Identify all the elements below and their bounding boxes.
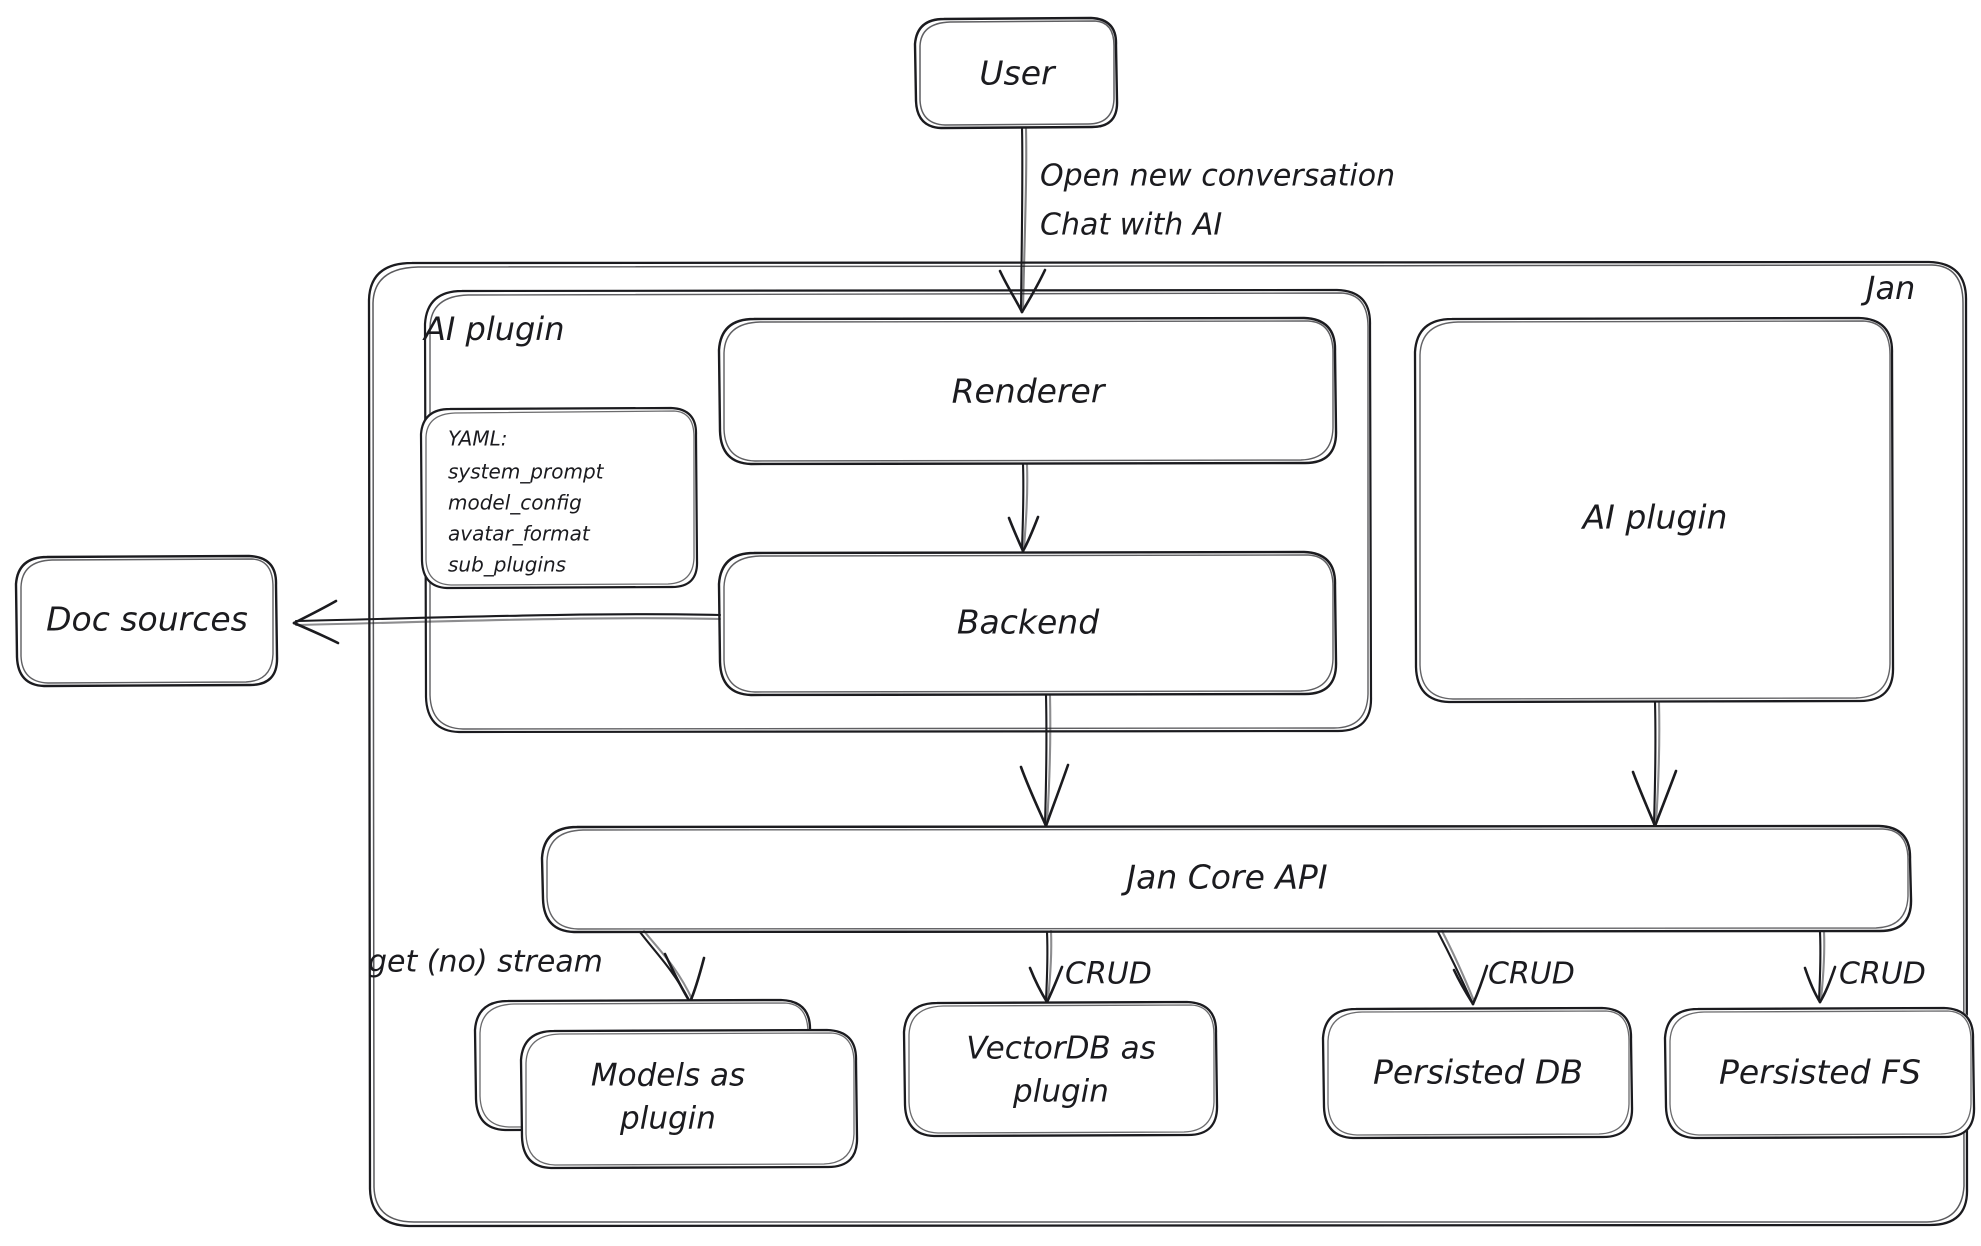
container-jan-label: Jan bbox=[1860, 269, 1915, 307]
node-backend[interactable]: Backend bbox=[717, 550, 1338, 697]
node-persisted-db-label: Persisted DB bbox=[1373, 1053, 1583, 1092]
node-ai-plugin-label: AI plugin bbox=[1581, 498, 1728, 537]
edge-backend-to-core-api bbox=[1019, 693, 1070, 828]
yaml-note-key-system-prompt: system_prompt bbox=[448, 460, 605, 484]
edge-core-api-to-vectordb: CRUD bbox=[1028, 929, 1152, 1004]
node-persisted-db[interactable]: Persisted DB bbox=[1321, 1006, 1634, 1140]
node-jan-core-api[interactable]: Jan Core API bbox=[540, 824, 1913, 934]
yaml-note-title: YAML: bbox=[448, 427, 507, 451]
edge-renderer-to-backend bbox=[1007, 462, 1040, 553]
node-user-label: User bbox=[979, 54, 1057, 93]
node-jan-core-api-label: Jan Core API bbox=[1120, 858, 1327, 897]
node-yaml-note: YAML: system_prompt model_config avatar_… bbox=[419, 406, 699, 590]
edge-label-crud-persisted-db: CRUD bbox=[1488, 957, 1575, 992]
node-renderer-label: Renderer bbox=[952, 372, 1107, 411]
container-ai-plugin-group-label: AI plugin bbox=[422, 310, 564, 348]
yaml-note-key-model-config: model_config bbox=[448, 491, 582, 515]
node-models-as-plugin-label-line2: plugin bbox=[619, 1101, 716, 1137]
edge-label-get-no-stream: get (no) stream bbox=[368, 945, 603, 980]
edge-core-api-to-models: get (no) stream bbox=[368, 929, 706, 1004]
node-persisted-fs[interactable]: Persisted FS bbox=[1663, 1006, 1976, 1140]
edge-backend-to-doc-sources bbox=[292, 599, 722, 645]
yaml-note-key-avatar-format: avatar_format bbox=[448, 522, 591, 546]
yaml-note-key-sub-plugins: sub_plugins bbox=[448, 553, 566, 577]
node-models-as-plugin[interactable]: Models as plugin bbox=[473, 998, 859, 1170]
node-vectordb-as-plugin[interactable]: VectorDB as plugin bbox=[902, 1000, 1219, 1138]
edge-core-api-to-persisted-db: CRUD bbox=[1436, 929, 1575, 1006]
edge-core-api-to-persisted-fs: CRUD bbox=[1803, 929, 1926, 1004]
node-vectordb-as-plugin-label-line2: plugin bbox=[1012, 1074, 1109, 1110]
edge-label-crud-vectordb: CRUD bbox=[1065, 957, 1152, 992]
node-doc-sources-label: Doc sources bbox=[46, 600, 248, 639]
edge-user-to-renderer: Open new conversation Chat with AI bbox=[998, 126, 1395, 314]
node-renderer[interactable]: Renderer bbox=[717, 316, 1338, 466]
node-user[interactable]: User bbox=[913, 16, 1119, 130]
node-ai-plugin[interactable]: AI plugin bbox=[1413, 316, 1895, 704]
node-doc-sources[interactable]: Doc sources bbox=[14, 554, 279, 688]
node-models-as-plugin-label-line1: Models as bbox=[591, 1058, 745, 1094]
edge-ai-plugin-to-core-api bbox=[1631, 700, 1678, 828]
node-backend-label: Backend bbox=[957, 603, 1100, 642]
node-persisted-fs-label: Persisted FS bbox=[1719, 1053, 1921, 1092]
edge-label-chat-with-ai: Chat with AI bbox=[1040, 208, 1222, 243]
edge-label-crud-persisted-fs: CRUD bbox=[1839, 957, 1926, 992]
node-vectordb-as-plugin-label-line1: VectorDB as bbox=[966, 1031, 1156, 1067]
edge-label-open-conversation: Open new conversation bbox=[1040, 159, 1395, 194]
